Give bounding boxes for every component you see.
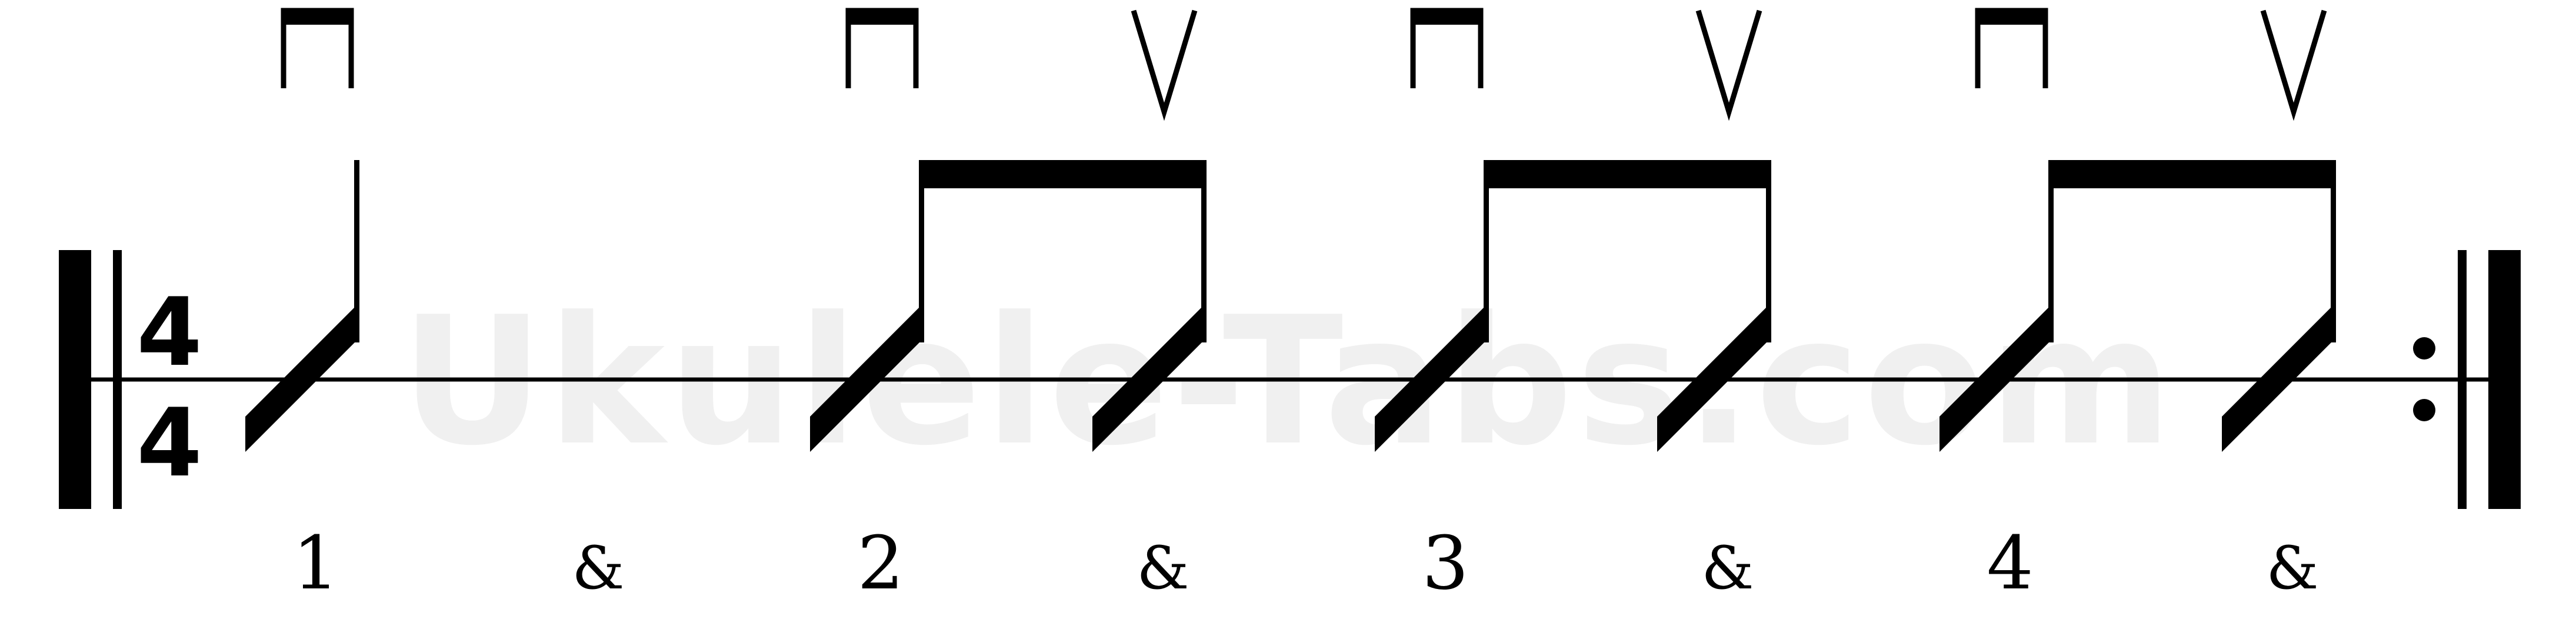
- slash-notehead: [1657, 305, 1769, 452]
- count-label: 2: [857, 521, 904, 606]
- note-stem: [919, 160, 924, 342]
- time-signature-denominator: 4: [136, 388, 202, 498]
- slash-notehead: [1092, 305, 1204, 452]
- note-stem: [354, 160, 359, 342]
- eighth-beam: [2048, 160, 2336, 188]
- slash-notehead: [810, 305, 922, 452]
- down-bow-bar: [1411, 8, 1483, 25]
- count-label: 1: [292, 521, 339, 606]
- eighth-beam: [919, 160, 1207, 188]
- note-stem: [1484, 160, 1489, 342]
- note-stem: [2048, 160, 2054, 342]
- count-label: &: [1137, 534, 1189, 603]
- up-bow-icon: [2260, 9, 2327, 121]
- time-signature-numerator: 4: [136, 277, 202, 387]
- up-bow-icon: [1695, 9, 1762, 121]
- note-stem: [1201, 160, 1207, 342]
- down-bow-bar: [846, 8, 918, 25]
- down-bow-bar: [1975, 8, 2048, 25]
- repeat-dot-upper: [2413, 337, 2435, 360]
- end-repeat-barline: [2413, 250, 2521, 509]
- slash-notehead: [1375, 305, 1487, 452]
- count-label: &: [572, 534, 624, 603]
- repeat-dot-lower: [2413, 399, 2435, 421]
- slash-notehead: [1940, 305, 2051, 452]
- slash-notehead: [2222, 305, 2334, 452]
- count-label: &: [1701, 534, 1754, 603]
- count-label: 3: [1422, 521, 1469, 606]
- slash-notehead: [245, 305, 357, 452]
- count-label: 4: [1987, 521, 2034, 606]
- start-barline: [59, 250, 122, 509]
- down-bow-bar: [281, 8, 354, 25]
- up-bow-icon: [1131, 9, 1198, 121]
- note-stem: [1766, 160, 1771, 342]
- count-label: &: [2266, 534, 2318, 603]
- eighth-beam: [1484, 160, 1771, 188]
- note-stem: [2331, 160, 2336, 342]
- strum-marks: 1 & 2 & 3 & 4 &: [245, 8, 2336, 606]
